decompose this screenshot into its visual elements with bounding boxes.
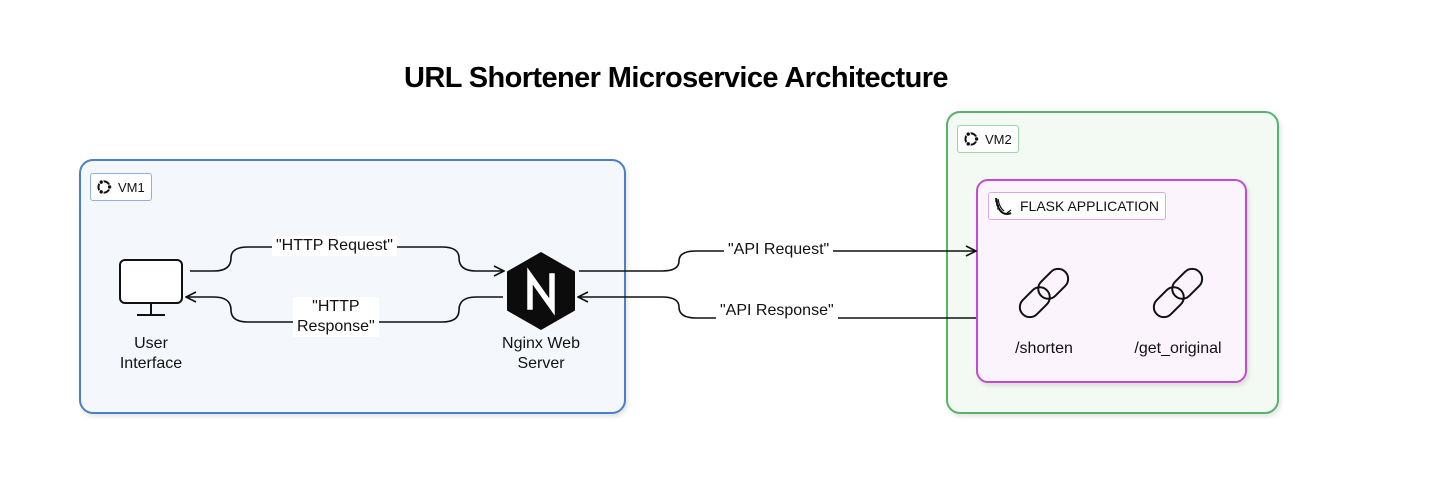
diagram-title: URL Shortener Microservice Architecture (404, 62, 949, 94)
flask-logo-icon (994, 197, 1012, 215)
monitor-icon (119, 259, 183, 316)
nginx-icon (507, 252, 575, 330)
http-request-label: "HTTP Request" (272, 236, 397, 256)
user-interface-label: User Interface (101, 334, 201, 374)
link-icon (1152, 267, 1204, 319)
http-response-label-line1: "HTTP (312, 298, 360, 315)
ubuntu-icon (97, 179, 113, 195)
flask-application-tag: FLASK APPLICATION (988, 192, 1167, 220)
vm1-label: VM1 (118, 179, 145, 195)
link-icon (1018, 267, 1070, 319)
vm2-tag: VM2 (957, 125, 1019, 153)
vm1-tag: VM1 (90, 173, 152, 201)
flask-application-label: FLASK APPLICATION (1020, 198, 1160, 214)
api-response-label: "API Response" (716, 301, 838, 321)
vm2-label: VM2 (985, 131, 1012, 147)
nginx-label: Nginx Web Server (481, 334, 601, 374)
shorten-endpoint-label: /shorten (1015, 340, 1073, 357)
api-request-arrow (579, 251, 976, 272)
http-response-label-line2: Response" (297, 318, 375, 335)
api-request-label: "API Request" (724, 240, 834, 260)
ubuntu-icon (964, 131, 980, 147)
user-interface-label-line2: Interface (119, 355, 183, 372)
nginx-label-line1: Nginx Web (502, 335, 580, 352)
nginx-label-line2: Server (517, 355, 565, 372)
user-interface-label-line1: User (134, 335, 168, 352)
api-response-arrow (578, 297, 976, 319)
get-original-endpoint-label: /get_original (1134, 340, 1222, 357)
http-response-label: "HTTP Response" (293, 297, 379, 337)
